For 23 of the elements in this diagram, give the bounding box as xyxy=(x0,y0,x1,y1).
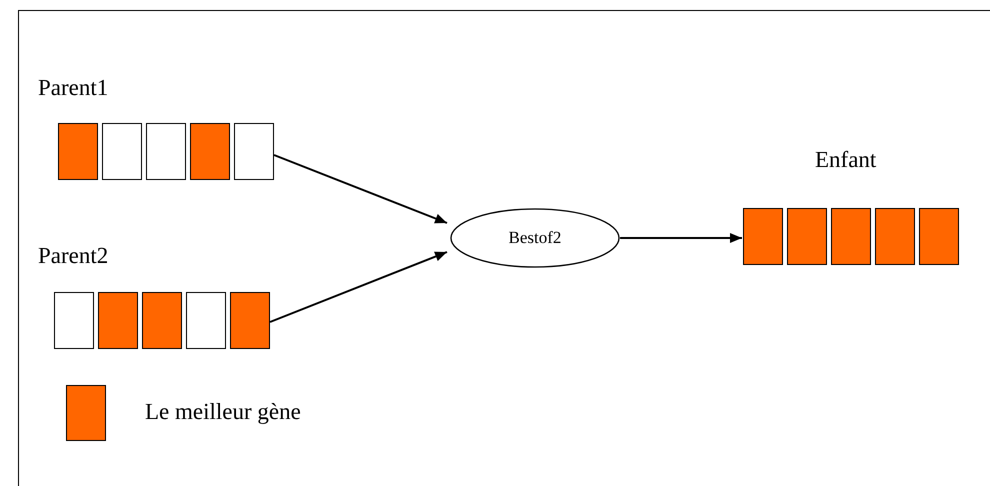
gene-cell xyxy=(234,123,274,180)
arrow xyxy=(274,154,448,224)
operator-label: Bestof2 xyxy=(508,229,562,247)
gene-cell xyxy=(54,292,94,349)
chromosome-label: Enfant xyxy=(815,148,876,171)
gene-cell xyxy=(919,208,959,265)
gene-cell xyxy=(146,123,186,180)
gene-cell xyxy=(875,208,915,265)
gene-cell xyxy=(230,292,270,349)
gene-cell xyxy=(98,292,138,349)
gene-cell xyxy=(190,123,230,180)
chromosome-label: Parent2 xyxy=(38,244,108,267)
gene-cell xyxy=(142,292,182,349)
arrow xyxy=(270,251,448,323)
gene-cell xyxy=(102,123,142,180)
chromosome-label: Parent1 xyxy=(38,76,108,99)
gene-cell xyxy=(831,208,871,265)
gene-cell xyxy=(58,123,98,180)
gene-cell xyxy=(186,292,226,349)
gene-cell xyxy=(787,208,827,265)
legend-text: Le meilleur gène xyxy=(145,400,301,423)
gene-cell xyxy=(743,208,783,265)
arrow xyxy=(620,233,742,243)
